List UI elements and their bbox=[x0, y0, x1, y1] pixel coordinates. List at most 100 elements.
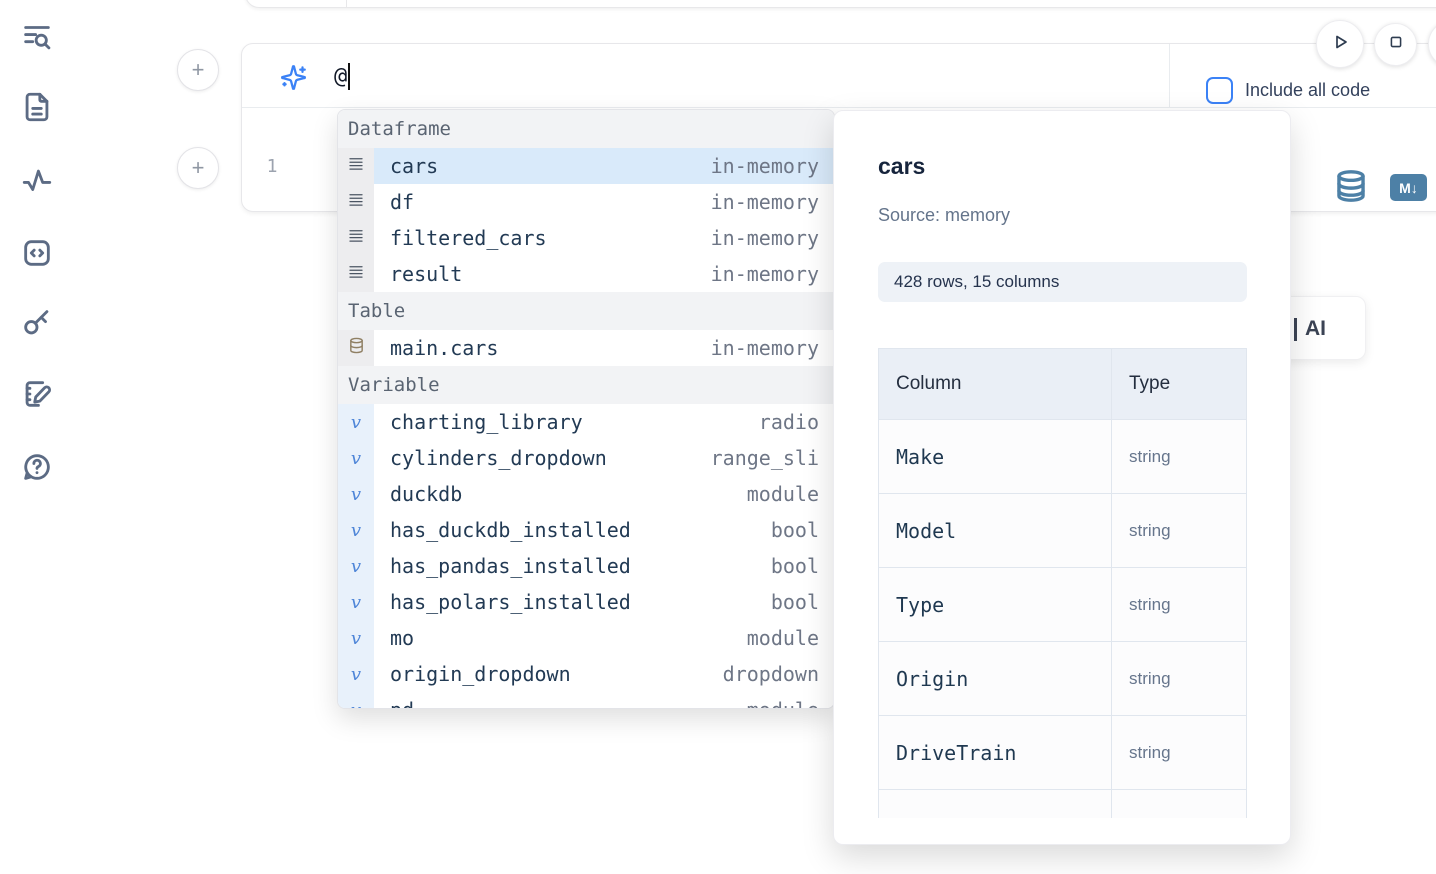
item-type: in-memory bbox=[710, 154, 819, 178]
code-snippet-icon bbox=[20, 236, 54, 275]
column-name-cell: Make bbox=[879, 420, 1112, 494]
autocomplete-item-has_pandas_installed[interactable]: v has_pandas_installed bool bbox=[338, 548, 834, 584]
type-header: Type bbox=[1112, 349, 1247, 420]
add-cell-above-button[interactable]: + bbox=[177, 49, 219, 91]
item-name: cars bbox=[390, 154, 439, 178]
preview-title: cars bbox=[878, 153, 926, 179]
variable-icon: v bbox=[350, 411, 362, 433]
item-name: pd bbox=[390, 698, 414, 708]
sidebar-item-files[interactable] bbox=[18, 90, 56, 128]
item-gutter bbox=[338, 330, 374, 366]
column-name-cell: Origin bbox=[879, 642, 1112, 716]
item-name: has_polars_installed bbox=[390, 590, 631, 614]
item-gutter: v bbox=[338, 620, 374, 656]
item-type: bool bbox=[770, 518, 819, 542]
column-name-cell bbox=[879, 790, 1112, 818]
occluded-letter bbox=[1294, 318, 1297, 341]
sidebar-item-activity[interactable] bbox=[18, 164, 56, 202]
column-type-cell: string bbox=[1112, 568, 1247, 642]
item-gutter: v bbox=[338, 692, 374, 708]
item-type: in-memory bbox=[710, 262, 819, 286]
item-name: result bbox=[390, 262, 463, 286]
item-type: module bbox=[747, 698, 819, 708]
sidebar-item-secrets[interactable] bbox=[18, 306, 56, 344]
item-name: duckdb bbox=[390, 482, 463, 506]
ai-prompt-input[interactable]: @ bbox=[334, 60, 1154, 92]
table-db-icon bbox=[348, 336, 365, 360]
item-name: main.cars bbox=[390, 336, 499, 360]
column-name-cell: DriveTrain bbox=[879, 716, 1112, 790]
item-type: in-memory bbox=[710, 226, 819, 250]
left-sidebar bbox=[0, 0, 72, 874]
ai-button-label: AI bbox=[1305, 317, 1326, 340]
autocomplete-item-pd[interactable]: v pd module bbox=[338, 692, 834, 708]
item-gutter: v bbox=[338, 584, 374, 620]
item-type: bool bbox=[770, 554, 819, 578]
item-gutter: v bbox=[338, 512, 374, 548]
list-search-icon bbox=[20, 19, 54, 58]
sidebar-item-help[interactable] bbox=[18, 450, 56, 488]
item-type: in-memory bbox=[710, 190, 819, 214]
item-gutter bbox=[338, 148, 374, 184]
include-all-code-label: Include all code bbox=[1245, 80, 1371, 100]
column-type-cell bbox=[1112, 790, 1247, 818]
include-all-code-checkbox[interactable] bbox=[1206, 77, 1233, 104]
item-gutter bbox=[338, 184, 374, 220]
autocomplete-section-header: Dataframe bbox=[338, 110, 834, 148]
variable-icon: v bbox=[350, 555, 362, 577]
item-gutter: v bbox=[338, 404, 374, 440]
ai-prompt-text: @ bbox=[334, 63, 348, 89]
sidebar-item-scratchpad[interactable] bbox=[18, 377, 56, 415]
column-type-cell: string bbox=[1112, 494, 1247, 568]
item-name: cylinders_dropdown bbox=[390, 446, 607, 470]
item-gutter bbox=[338, 256, 374, 292]
stop-icon bbox=[1385, 31, 1407, 58]
item-type: module bbox=[746, 482, 819, 506]
sparkles-icon bbox=[280, 64, 307, 96]
item-name: charting_library bbox=[390, 410, 583, 434]
column-type-cell: string bbox=[1112, 420, 1247, 494]
dataframe-icon bbox=[347, 226, 365, 250]
item-name: df bbox=[390, 190, 415, 214]
markdown-export-button[interactable]: M↓ bbox=[1390, 174, 1427, 201]
activity-icon bbox=[20, 164, 54, 203]
autocomplete-item-cars[interactable]: cars in-memory bbox=[338, 148, 834, 184]
variable-icon: v bbox=[350, 483, 362, 505]
line-number: 1 bbox=[266, 156, 278, 177]
database-output-button[interactable] bbox=[1334, 166, 1368, 211]
stop-cell-button[interactable] bbox=[1374, 23, 1417, 66]
run-cell-button[interactable] bbox=[1316, 20, 1364, 68]
column-type-cell: string bbox=[1112, 716, 1247, 790]
autocomplete-item-main.cars[interactable]: main.cars in-memory bbox=[338, 330, 834, 366]
item-name: has_pandas_installed bbox=[390, 554, 631, 578]
item-name: origin_dropdown bbox=[390, 662, 571, 686]
ai-row-divider bbox=[1169, 44, 1170, 108]
schema-row bbox=[879, 790, 1247, 818]
autocomplete-item-duckdb[interactable]: v duckdb module bbox=[338, 476, 834, 512]
autocomplete-item-df[interactable]: df in-memory bbox=[338, 184, 834, 220]
file-document-icon bbox=[20, 90, 54, 129]
item-type: in-memory bbox=[710, 336, 819, 360]
add-cell-below-button[interactable]: + bbox=[177, 147, 219, 189]
sidebar-item-snippets[interactable] bbox=[18, 236, 56, 274]
previous-cell-edge bbox=[245, 0, 1436, 8]
column-type-cell: string bbox=[1112, 642, 1247, 716]
variable-icon: v bbox=[350, 447, 362, 469]
autocomplete-item-result[interactable]: result in-memory bbox=[338, 256, 834, 292]
text-cursor bbox=[348, 62, 351, 90]
previous-cell-divider bbox=[346, 0, 347, 7]
preview-source: Source: memory bbox=[878, 205, 1011, 225]
sidebar-item-search[interactable] bbox=[18, 19, 56, 57]
variable-icon: v bbox=[350, 591, 362, 613]
